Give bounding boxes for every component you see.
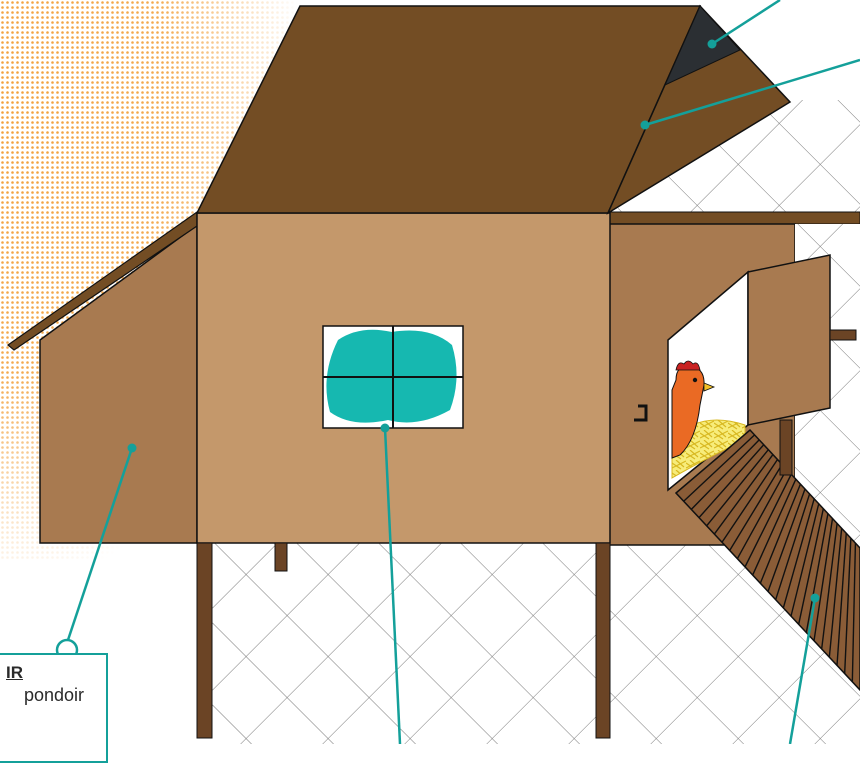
window bbox=[323, 326, 463, 428]
callout-text: pondoir bbox=[24, 685, 84, 706]
nesting-box-callout: IR pondoir bbox=[0, 653, 108, 763]
callout-title: IR bbox=[6, 663, 23, 683]
run-roof-beam bbox=[608, 212, 860, 224]
chicken-coop-illustration bbox=[0, 0, 860, 744]
